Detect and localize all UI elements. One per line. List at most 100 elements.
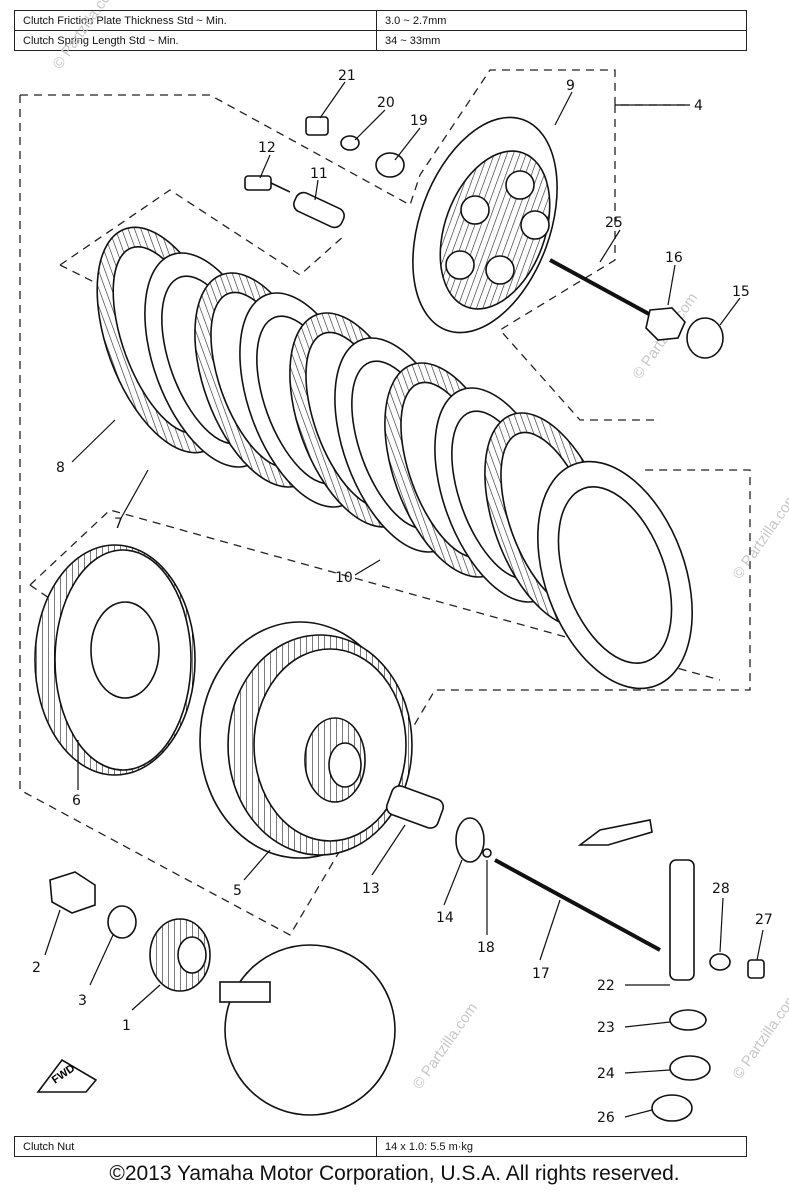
boundary-upper <box>20 69 690 206</box>
callout-21: 21 <box>338 68 356 84</box>
leader-2 <box>44 909 61 956</box>
push-rod-25 <box>549 258 661 322</box>
boundary-disc-left <box>59 264 151 311</box>
push-lever-shaft-22 <box>669 859 695 981</box>
oil-seal-26 <box>651 1094 693 1122</box>
leader-10 <box>354 559 381 576</box>
leader-15 <box>719 297 741 326</box>
callout-9: 9 <box>566 78 575 94</box>
pressure-plate <box>412 116 558 334</box>
leader-11 <box>314 179 319 201</box>
callout-20: 20 <box>377 95 395 111</box>
sleeve-assembly <box>385 785 492 863</box>
callout-13: 13 <box>362 881 380 897</box>
push-lever-assembly <box>577 819 765 1122</box>
callout-19: 19 <box>410 113 428 129</box>
nut-16 <box>645 307 686 341</box>
leader-8 <box>71 419 116 463</box>
leader-28 <box>719 897 724 953</box>
watermark-text: © Partzilla.com <box>729 990 789 1083</box>
torque-value: 14 x 1.0: 5.5 m·kg <box>376 1136 747 1157</box>
boundary-disc-stack-top <box>59 189 346 276</box>
watermark-text: © Partzilla.com <box>409 1000 481 1093</box>
callout-26: 26 <box>597 1110 615 1126</box>
torque-table: Clutch Nut 14 x 1.0: 5.5 m·kg <box>14 1136 747 1157</box>
spring-11 <box>293 191 345 229</box>
leader-26 <box>624 1109 653 1118</box>
leader-1 <box>131 984 161 1011</box>
plate-washer-19 <box>375 152 405 178</box>
bolt-12-shank <box>270 182 291 193</box>
push-rod-assembly <box>549 258 724 359</box>
boundary-outer <box>19 95 751 936</box>
callout-14: 14 <box>436 910 454 926</box>
washer-20 <box>340 135 360 151</box>
washer-24 <box>669 1055 711 1081</box>
shaft-end <box>219 981 271 1003</box>
leader-20 <box>354 109 386 141</box>
fwd-arrow-shape <box>36 1058 98 1093</box>
leader-lines <box>44 81 764 1118</box>
housing-bore <box>328 742 362 788</box>
callout-labels: 21 20 19 9 4 12 11 25 16 15 8 7 10 6 5 1… <box>32 68 773 1126</box>
leader-19 <box>394 127 421 161</box>
callout-15: 15 <box>732 284 750 300</box>
gear-6-hub <box>90 601 160 699</box>
callout-16: 16 <box>665 250 683 266</box>
lock-washer-15 <box>686 317 724 359</box>
callout-1: 1 <box>122 1018 131 1034</box>
callout-8: 8 <box>56 460 65 476</box>
bolt-12 <box>244 175 272 191</box>
lower-left-hardware <box>49 871 396 1116</box>
callout-3: 3 <box>78 993 87 1009</box>
copyright-notice: ©2013 Yamaha Motor Corporation, U.S.A. A… <box>109 1162 680 1185</box>
callout-11: 11 <box>310 166 328 182</box>
leader-14 <box>443 859 463 906</box>
callout-24: 24 <box>597 1066 615 1082</box>
leader-7 <box>119 469 149 521</box>
leader-27 <box>756 929 764 961</box>
push-rod-17 <box>494 858 661 952</box>
spec-value: 34 ~ 33mm <box>376 30 747 51</box>
callout-2: 2 <box>32 960 41 976</box>
boundary-pushrod <box>498 105 660 421</box>
spring-23 <box>669 1009 707 1031</box>
clutch-plate-last <box>537 460 693 690</box>
callout-22: 22 <box>597 978 615 994</box>
leader-12 <box>259 154 271 179</box>
pressure-plate-boss <box>505 170 535 200</box>
ball-18 <box>482 848 492 858</box>
screw-27 <box>747 959 765 979</box>
callout-17: 17 <box>532 966 550 982</box>
pressure-plate-boss <box>445 250 475 280</box>
nut-2 <box>49 871 96 914</box>
leader-23 <box>624 1021 671 1028</box>
nut-21 <box>305 116 329 136</box>
leader-13 <box>371 824 406 876</box>
pressure-plate-boss <box>520 210 550 240</box>
gear-1-bore <box>177 936 207 974</box>
spec-table: Clutch Friction Plate Thickness Std ~ Mi… <box>14 10 747 51</box>
callout-28: 28 <box>712 881 730 897</box>
sleeve-13 <box>385 785 445 829</box>
leader-21 <box>319 81 346 119</box>
leader-25 <box>599 229 621 263</box>
fwd-arrow: FWD <box>36 1058 98 1093</box>
clutch-plate-last-inner <box>557 486 673 664</box>
leader-5 <box>243 849 271 881</box>
leader-16 <box>667 264 676 306</box>
torque-label: Clutch Nut <box>14 1136 377 1157</box>
leader-24 <box>624 1069 671 1074</box>
clutch-housing <box>199 621 413 859</box>
callout-10: 10 <box>335 570 353 586</box>
lever-arm <box>577 819 653 846</box>
watermark-text: © Partzilla.com <box>729 490 789 583</box>
callout-4: 4 <box>694 98 703 114</box>
shaft-cover <box>224 944 396 1116</box>
primary-driven-gear <box>34 544 196 776</box>
callout-6: 6 <box>72 793 81 809</box>
callout-18: 18 <box>477 940 495 956</box>
callout-23: 23 <box>597 1020 615 1036</box>
pressure-plate-boss <box>460 195 490 225</box>
lock-washer-3 <box>107 905 137 939</box>
